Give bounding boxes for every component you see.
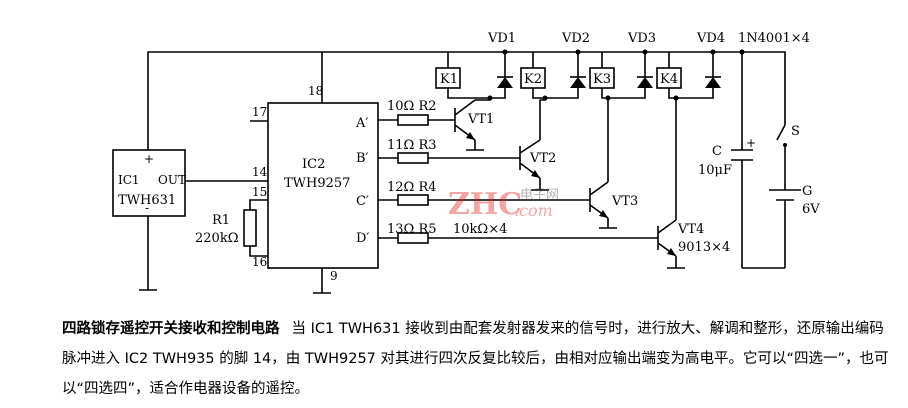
ic1-name: IC1: [118, 173, 140, 187]
svg-text:ZHC: ZHC: [448, 187, 522, 222]
svg-text:.com: .com: [514, 201, 553, 220]
ic2-pin14: 14: [252, 165, 268, 179]
ic2-box: [267, 102, 379, 269]
relay-k4-label: K4: [660, 72, 678, 87]
vt1-label: VT1: [467, 112, 494, 127]
relay-k2-coil: [520, 67, 546, 89]
relay-k2-label: K2: [524, 72, 542, 87]
relay-k1-label: K1: [440, 72, 458, 87]
vt2-label: VT2: [529, 151, 556, 166]
relay-k4-group: K4 VD4: [656, 31, 725, 101]
r1-value: 220kΩ: [195, 231, 238, 246]
relay-k2-group: K2 VD2: [520, 31, 590, 101]
relay-k3-label: K3: [593, 72, 611, 87]
vt1-emitter-arrow: [466, 132, 475, 140]
diode-vd4: [705, 77, 721, 88]
r4-body: [397, 194, 429, 206]
r4-label: 12Ω R4: [387, 180, 437, 195]
capacitor-plus: +: [746, 136, 756, 150]
vt1-emitter-ground: [466, 140, 484, 151]
ic2-pin18: 18: [308, 84, 323, 98]
r2-label: 10Ω R2: [387, 99, 437, 114]
capacitor-value: 10μF: [698, 163, 732, 178]
r1-name: R1: [212, 213, 230, 228]
vt2-collector-wire: [539, 98, 546, 140]
ic2-part: TWH9257: [284, 176, 350, 191]
relay-k1-coil: [435, 67, 461, 89]
ic1-minus-label: -: [145, 201, 149, 215]
diode-vd2: [570, 77, 586, 88]
capacitor-junction: [739, 49, 745, 55]
r1-leads: [249, 199, 268, 257]
vt2-emitter-ground: [531, 178, 549, 191]
r5-body: [397, 232, 429, 244]
vt4-emitter-arrow: [667, 248, 676, 256]
vt3-symbol: [589, 181, 609, 219]
diode-vd3-label: VD3: [627, 31, 656, 46]
diode-vd3: [637, 77, 653, 88]
ic2-output-d: D′: [356, 231, 369, 246]
relay-k3-coil: [589, 67, 615, 89]
ic1-part: TWH631: [118, 193, 176, 208]
r1-body: [243, 209, 257, 247]
switch-s-symbol: [776, 124, 786, 141]
relay-k4-coil: [656, 67, 682, 89]
vt4-symbol: [657, 219, 677, 257]
diode-vd1-label: VD1: [487, 31, 516, 46]
ic2-output-b: B′: [356, 151, 369, 166]
ic2-output-c: C′: [356, 194, 369, 209]
battery-symbol: [769, 189, 801, 268]
caption-body: 当 IC1 TWH631 接收到由配套发射器发来的信号时，进行放大、解调和整形，…: [62, 321, 889, 397]
diode-note: 1N4001×4: [738, 31, 810, 46]
watermark-logo: ZHC 电子网 .com: [448, 187, 559, 222]
diode-vd4-label: VD4: [696, 31, 725, 46]
vt4-label: VT4: [677, 222, 704, 237]
ic2-name: IC2: [302, 157, 325, 172]
caption-title: 四路锁存遥控开关接收和控制电路: [62, 321, 280, 337]
vt3-label: VT3: [611, 194, 638, 209]
diode-vd1: [497, 77, 513, 88]
vt3-emitter-ground: [599, 218, 617, 229]
vt4-emitter-ground: [667, 256, 685, 269]
ic2-pin9: 9: [330, 269, 338, 283]
r2-body: [397, 114, 429, 126]
battery-value: 6V: [802, 202, 820, 217]
diode-vd2-label: VD2: [561, 31, 590, 46]
ic2-pin17: 17: [252, 105, 267, 119]
r5-label: 13Ω R5: [387, 222, 437, 237]
transistor-note: 9013×4: [678, 240, 730, 255]
ic1-box: [112, 149, 186, 217]
positive-supply-rail: [147, 51, 786, 150]
battery-name: G: [802, 184, 812, 199]
r3-body: [397, 152, 429, 164]
capacitor-name: C: [712, 144, 722, 159]
svg-text:电子网: 电子网: [520, 188, 559, 203]
resistor-note: 10kΩ×4: [453, 222, 507, 237]
relay-k1-group: K1 VD1: [435, 31, 516, 101]
figure-caption: 四路锁存遥控开关接收和控制电路当 IC1 TWH631 接收到由配套发射器发来的…: [62, 314, 894, 404]
relay-k3-group: K3 VD3: [589, 31, 656, 101]
capacitor-plates: [731, 149, 753, 161]
ic2-pin15: 15: [252, 185, 267, 199]
switch-s-label: S: [791, 124, 800, 139]
vt2-emitter-arrow: [531, 170, 540, 178]
r3-label: 11Ω R3: [387, 138, 437, 153]
ic2-pin9-ground: [313, 268, 331, 294]
ic1-out-label: OUT: [158, 173, 186, 187]
vt3-emitter-arrow: [599, 210, 608, 218]
ic2-output-a: A′: [355, 116, 368, 131]
ic2-pin16: 16: [252, 255, 267, 269]
ic1-plus-label: +: [144, 152, 154, 166]
